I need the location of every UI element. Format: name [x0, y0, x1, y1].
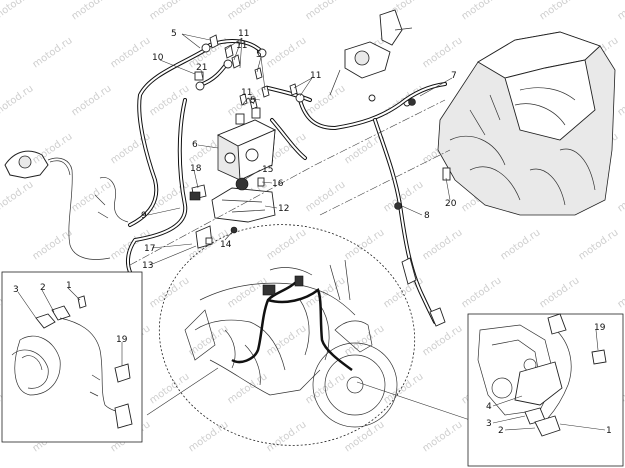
- watermark-text: motod.ru: [343, 227, 387, 262]
- watermark-text: motod.ru: [304, 179, 348, 214]
- watermark-text: motod.ru: [382, 371, 426, 406]
- callout-20: 20: [445, 199, 457, 209]
- inset-right-callout-2: 2: [498, 426, 504, 436]
- rear-sensor-inset: [467, 313, 624, 467]
- watermark-text: motod.ru: [382, 179, 426, 214]
- watermark-text: motod.ru: [343, 419, 387, 454]
- watermark-text: motod.ru: [421, 419, 465, 454]
- watermark-text: motod.ru: [616, 83, 625, 118]
- callout-16: 16: [272, 179, 284, 189]
- watermark-text: motod.ru: [460, 275, 504, 310]
- watermark-text: motod.ru: [0, 179, 36, 214]
- callout-11-mid: 11: [310, 71, 321, 81]
- callout-8: 8: [424, 211, 430, 221]
- watermark-text: motod.ru: [265, 419, 309, 454]
- watermark-text: motod.ru: [148, 0, 192, 22]
- watermark-text: motod.ru: [70, 83, 114, 118]
- watermark-text: motod.ru: [148, 275, 192, 310]
- airbox-clip: [442, 167, 451, 181]
- callout-9: 9: [141, 211, 147, 221]
- watermark-text: motod.ru: [265, 35, 309, 70]
- watermark-text: motod.ru: [616, 179, 625, 214]
- watermark-text: motod.ru: [538, 0, 582, 22]
- callout-10: 10: [152, 53, 164, 63]
- front-sensor-inset: [1, 271, 143, 443]
- watermark-text: motod.ru: [616, 275, 625, 310]
- callout-6: 6: [192, 140, 198, 150]
- watermark-text: motod.ru: [460, 0, 504, 22]
- watermark-text: motod.ru: [226, 0, 270, 22]
- watermark-text: motod.ru: [304, 371, 348, 406]
- callout-11-top: 11: [238, 29, 249, 39]
- watermark-text: motod.ru: [31, 35, 75, 70]
- watermark-text: motod.ru: [187, 323, 231, 358]
- airbox-assembly: [437, 31, 616, 216]
- watermark-text: motod.ru: [616, 0, 625, 22]
- inset-right-callout-4: 4: [486, 402, 492, 412]
- callout-12: 12: [278, 204, 289, 214]
- watermark-text: motod.ru: [226, 371, 270, 406]
- watermark-text: motod.ru: [70, 0, 114, 22]
- callout-13: 13: [142, 261, 153, 271]
- watermark-text: motod.ru: [421, 227, 465, 262]
- watermark-text: motod.ru: [109, 35, 153, 70]
- watermark-text: motod.ru: [538, 275, 582, 310]
- inset-right-callout-1: 1: [606, 426, 612, 436]
- leader-lines: [17, 33, 606, 431]
- watermark-text: motod.ru: [421, 323, 465, 358]
- motorcycle-overview: [158, 224, 416, 446]
- reference-lines: [129, 99, 471, 421]
- watermark-text: motod.ru: [148, 371, 192, 406]
- callout-7: 7: [451, 71, 457, 81]
- callout-11-low: 11: [241, 88, 252, 98]
- inset-right-callout-19: 19: [594, 323, 606, 333]
- inset-left-callout-19: 19: [116, 335, 128, 345]
- watermark-text: motod.ru: [304, 0, 348, 22]
- callout-labels: 5 11 11 10 21 5 11 7 11 5 6 18 15 16 12 …: [13, 29, 612, 436]
- callout-21: 21: [196, 63, 207, 73]
- watermark-text: motod.ru: [0, 0, 36, 22]
- watermark-text: motod.ru: [187, 419, 231, 454]
- inset-left-callout-2: 2: [40, 283, 46, 293]
- watermark-text: motod.ru: [70, 179, 114, 214]
- inset-right-callout-3: 3: [486, 419, 492, 429]
- callout-14: 14: [220, 240, 232, 250]
- callout-5-top: 5: [171, 29, 177, 39]
- watermark-text: motod.ru: [0, 83, 36, 118]
- watermark-text: motod.ru: [265, 323, 309, 358]
- watermark-text: motod.ru: [31, 227, 75, 262]
- callout-5-mid: 5: [256, 50, 262, 60]
- inset-left-callout-3: 3: [13, 285, 19, 295]
- watermark-text: motod.ru: [577, 227, 621, 262]
- callout-11-top-b: 11: [236, 41, 247, 51]
- inset-left-callout-1: 1: [66, 281, 72, 291]
- rear-master-cylinder-area: [329, 9, 413, 107]
- front-sensor-harness: [4, 150, 129, 260]
- callout-17: 17: [144, 244, 155, 254]
- watermark-text: motod.ru: [304, 275, 348, 310]
- callout-15: 15: [262, 165, 273, 175]
- watermark-text: motod.ru: [343, 323, 387, 358]
- watermark-text: motod.ru: [499, 227, 543, 262]
- watermark-text: motod.ru: [421, 35, 465, 70]
- watermark-text: motod.ru: [265, 227, 309, 262]
- abs-modulator-group: [189, 107, 277, 249]
- callout-18: 18: [190, 164, 202, 174]
- callout-5-low: 5: [250, 96, 256, 106]
